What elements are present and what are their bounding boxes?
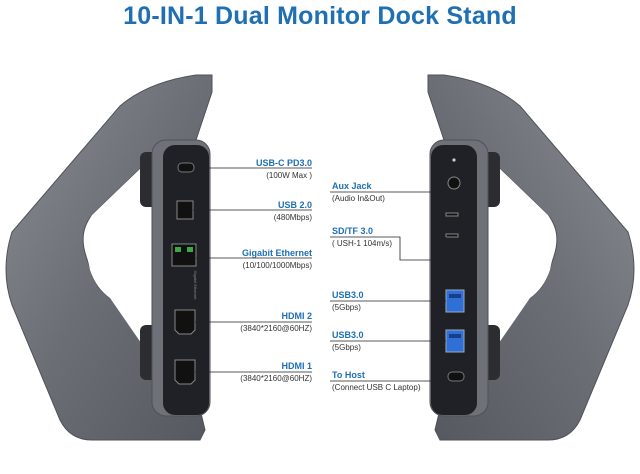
page-title: 10-IN-1 Dual Monitor Dock Stand (123, 2, 517, 30)
hdmi1-label: HDMI 1 (281, 361, 312, 371)
tf-slot (445, 233, 459, 238)
aux-label: Aux Jack (332, 181, 372, 191)
right-port-panel (431, 145, 477, 415)
usb-c-pd-port (177, 162, 195, 173)
usb3-port-1 (445, 289, 465, 313)
left-callout-lines (193, 167, 312, 373)
right-stand (427, 74, 635, 441)
usb2-port (176, 200, 194, 220)
usb2-spec: (480Mbps) (273, 213, 312, 222)
usb2-label: USB 2.0 (277, 200, 312, 210)
usb-c-pd-spec: (100W Max ) (266, 171, 312, 180)
left-stand: Gigabit Ethernet (5, 74, 213, 441)
usb3-1-spec: (5Gbps) (332, 303, 361, 312)
usb3-2-spec: (5Gbps) (332, 343, 361, 352)
usb-c-pd-label: USB-C PD3.0 (255, 158, 312, 168)
hdmi2-label: HDMI 2 (281, 311, 312, 321)
to-host-label: To Host (332, 370, 365, 380)
usb3-port-2 (445, 329, 465, 353)
usb3-1-label: USB3.0 (332, 290, 364, 300)
usb3-2-label: USB3.0 (332, 330, 364, 340)
left-port-panel (163, 145, 209, 415)
usb-c-host-port (447, 371, 465, 382)
hdmi1-port (174, 359, 196, 385)
svg-text:Gigabit Ethernet: Gigabit Ethernet (193, 271, 198, 301)
hdmi2-spec: (3840*2160@60HZ) (240, 324, 312, 333)
sdtf-label: SD/TF 3.0 (332, 226, 374, 236)
ethernet-spec: (10/100/1000Mbps) (242, 261, 312, 270)
sd-slot (445, 212, 459, 217)
hdmi2-port (174, 309, 196, 335)
aux-spec: (Audio In&Out) (332, 194, 385, 203)
aux-jack (447, 176, 461, 190)
sdtf-spec: ( USH-1 104m/s) (332, 239, 393, 248)
to-host-spec: (Connect USB C Laptop) (332, 383, 421, 392)
right-callout-lines (330, 191, 454, 382)
hdmi1-spec: (3840*2160@60HZ) (240, 374, 312, 383)
ethernet-label: Gigabit Ethernet (241, 248, 312, 258)
